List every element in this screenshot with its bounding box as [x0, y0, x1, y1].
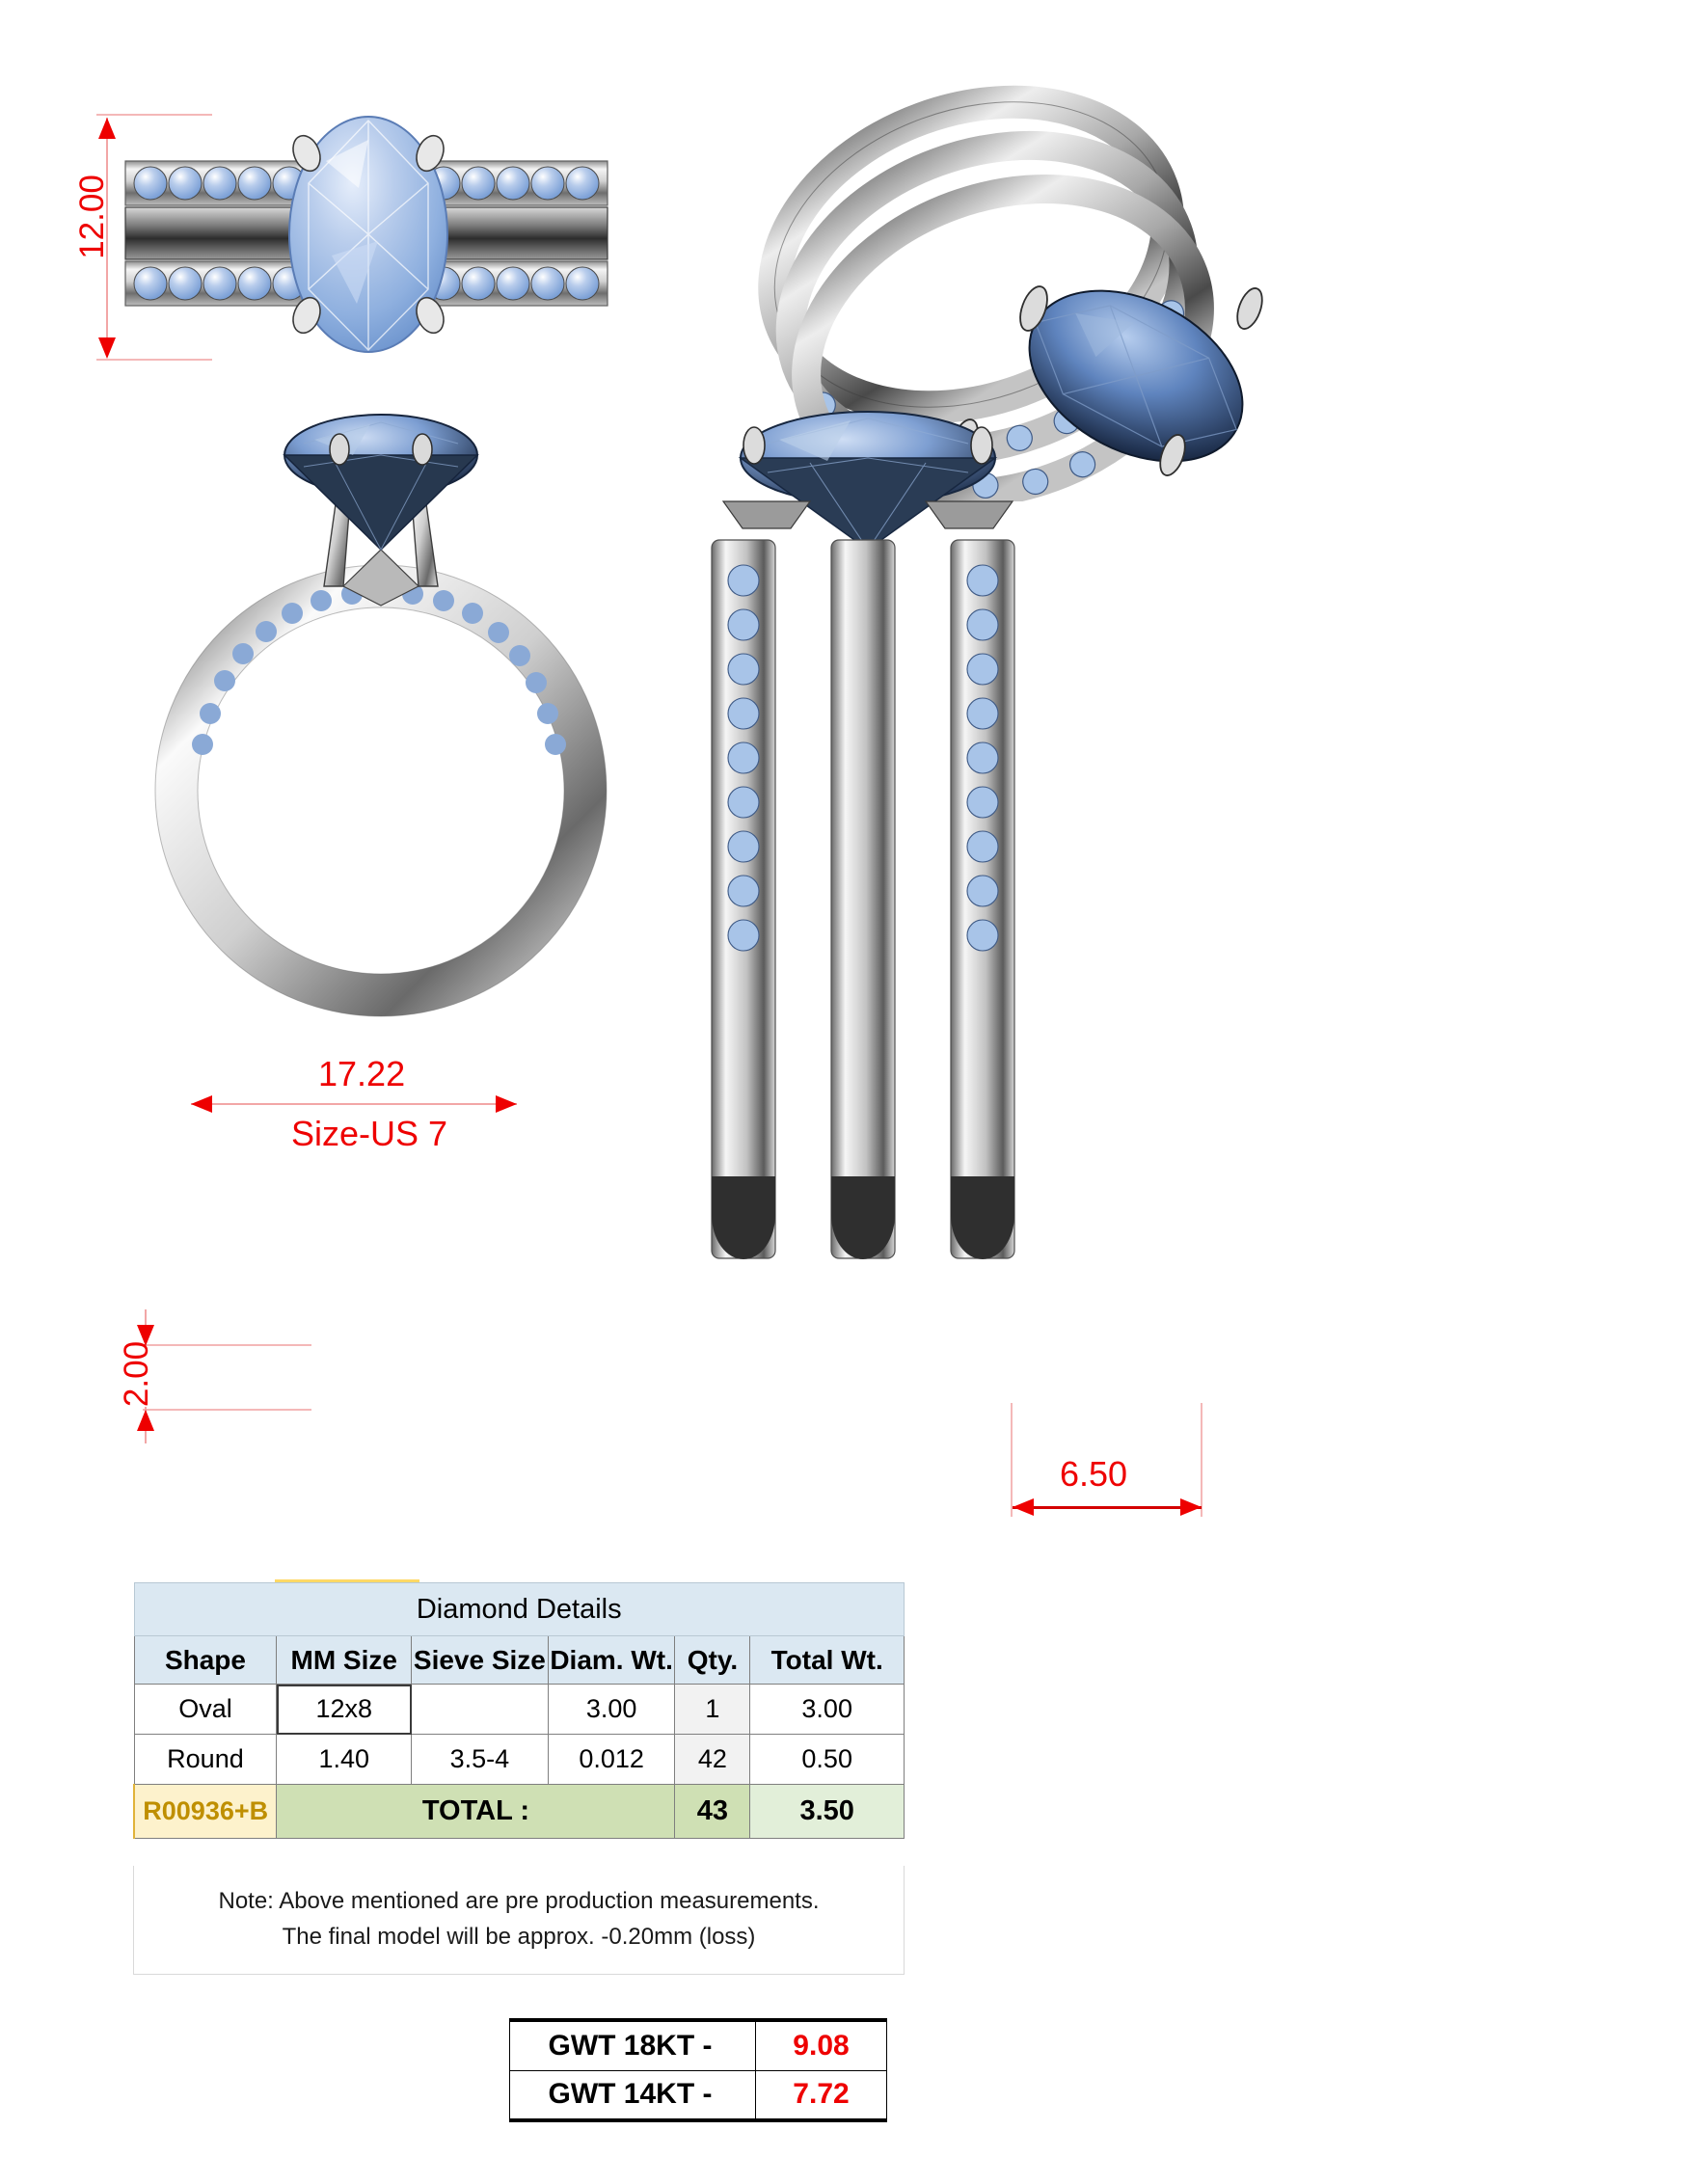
- cell-qty: 1: [674, 1684, 751, 1735]
- note-line-2: The final model will be approx. -0.20mm …: [282, 1924, 756, 1951]
- dim-arrow-12-down: [98, 337, 116, 359]
- style-code-cell: R00936+B: [133, 1784, 278, 1839]
- gwt-row-14kt: GWT 14KT - 7.72: [509, 2069, 887, 2122]
- side-view-render: [665, 405, 1070, 1398]
- dim-arrow-12-up: [98, 118, 116, 139]
- perspective-view-render: [675, 19, 1292, 509]
- gwt-18kt-value: 9.08: [755, 2018, 887, 2071]
- total-weight: 3.50: [749, 1784, 905, 1839]
- header-mm-size: MM Size: [276, 1635, 413, 1685]
- cell-sieve-size: 3.5-4: [411, 1734, 549, 1785]
- dim-line-650: [1013, 1506, 1202, 1509]
- dim-line-12: [106, 118, 108, 357]
- header-diam-wt: Diam. Wt.: [547, 1635, 676, 1685]
- table-row: Oval 12x8 3.00 1 3.00: [133, 1684, 905, 1735]
- top-view-render: [135, 405, 636, 1041]
- dim-label-ring-size: Size-US 7: [291, 1114, 448, 1153]
- gwt-row-18kt: GWT 18KT - 9.08: [509, 2018, 887, 2071]
- cell-total-wt: 3.00: [749, 1684, 905, 1735]
- dim-arrow-200-down: [137, 1325, 154, 1346]
- dim-ext-650-right: [1201, 1403, 1202, 1517]
- dim-ext-top-12: [96, 114, 212, 116]
- dim-ext-bottom-12: [96, 359, 212, 361]
- total-qty: 43: [674, 1784, 751, 1839]
- total-label: TOTAL :: [276, 1784, 676, 1839]
- cell-shape: Oval: [133, 1684, 278, 1735]
- gwt-14kt-value: 7.72: [755, 2069, 887, 2122]
- header-total-wt: Total Wt.: [749, 1635, 905, 1685]
- gwt-18kt-label: GWT 18KT -: [509, 2018, 756, 2071]
- front-view-render: [116, 111, 617, 371]
- cell-diam-wt: 0.012: [547, 1734, 676, 1785]
- cell-diam-wt: 3.00: [547, 1684, 676, 1735]
- notes-box: Note: Above mentioned are pre production…: [133, 1866, 905, 1976]
- dim-label-200: 2.00: [118, 1340, 156, 1408]
- cell-mm-size: 1.40: [276, 1734, 413, 1785]
- dim-ext-200-top: [143, 1344, 311, 1346]
- cell-qty: 42: [674, 1734, 751, 1785]
- table-total-row: R00936+B TOTAL : 43 3.50: [133, 1784, 905, 1839]
- dim-arrow-200-up: [137, 1410, 154, 1431]
- cell-total-wt: 0.50: [749, 1734, 905, 1785]
- cell-sieve-size: [411, 1684, 549, 1735]
- dim-ext-200-bottom: [143, 1409, 311, 1411]
- cell-shape: Round: [133, 1734, 278, 1785]
- dim-label-650: 6.50: [1060, 1454, 1128, 1494]
- table-row: Round 1.40 3.5-4 0.012 42 0.50: [133, 1734, 905, 1785]
- dim-arrow-1722-right: [496, 1095, 517, 1113]
- dim-arrow-650-left: [1013, 1498, 1034, 1516]
- dim-arrow-650-right: [1180, 1498, 1202, 1516]
- dim-ext-650-left: [1011, 1403, 1013, 1517]
- table-title-row: Diamond Details: [133, 1582, 905, 1636]
- gross-weight-table: GWT 18KT - 9.08 GWT 14KT - 7.72: [509, 2018, 887, 2122]
- dim-label-12: 12.00: [72, 175, 111, 259]
- dim-label-1722: 17.22: [318, 1054, 406, 1093]
- header-qty: Qty.: [674, 1635, 751, 1685]
- dim-arrow-1722-left: [191, 1095, 212, 1113]
- table-header-row: Shape MM Size Sieve Size Diam. Wt. Qty. …: [133, 1635, 905, 1685]
- dim-line-1722: [191, 1103, 517, 1105]
- header-sieve-size: Sieve Size: [411, 1635, 549, 1685]
- note-line-1: Note: Above mentioned are pre production…: [218, 1888, 820, 1914]
- table-title: Diamond Details: [133, 1582, 905, 1636]
- gwt-14kt-label: GWT 14KT -: [509, 2069, 756, 2122]
- diamond-details-table: Diamond Details Shape MM Size Sieve Size…: [133, 1582, 905, 1839]
- header-shape: Shape: [133, 1635, 278, 1685]
- cell-mm-size[interactable]: 12x8: [276, 1684, 413, 1735]
- table-yellow-accent: [275, 1579, 419, 1584]
